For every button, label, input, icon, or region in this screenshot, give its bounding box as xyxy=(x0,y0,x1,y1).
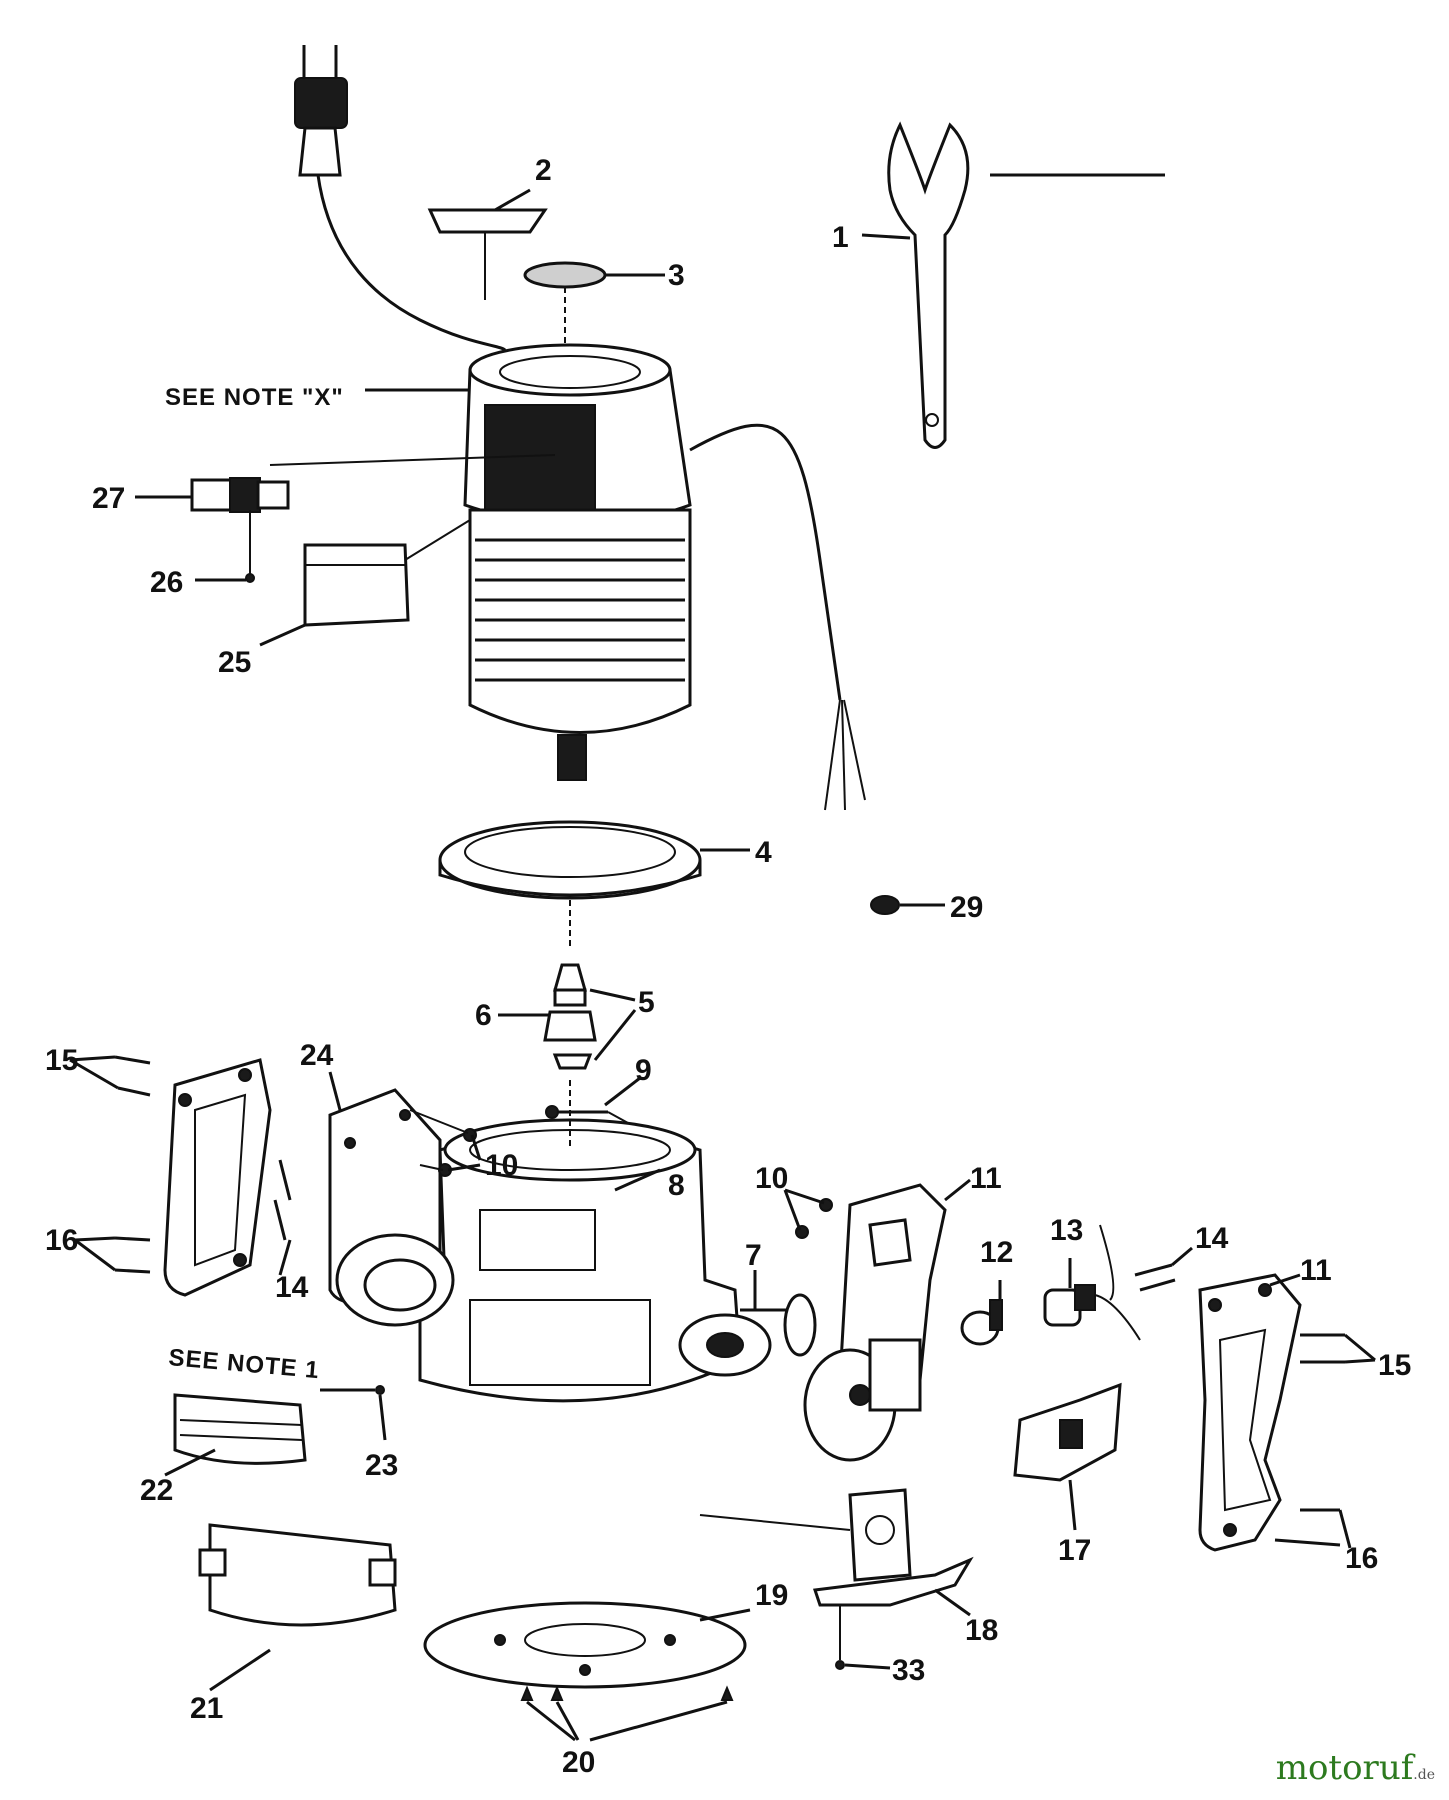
label-10-center: 10 xyxy=(755,1162,788,1195)
brand-watermark: motoruf.de xyxy=(1276,1748,1435,1788)
label-21: 21 xyxy=(190,1692,223,1725)
cooling-fins xyxy=(475,538,685,682)
depth-knob-part xyxy=(740,1270,817,1357)
label-26: 26 xyxy=(150,566,183,599)
motor-housing xyxy=(463,343,866,811)
label-5: 5 xyxy=(638,986,655,1019)
power-cord xyxy=(294,45,507,352)
label-33: 33 xyxy=(892,1654,925,1687)
label-29: 29 xyxy=(950,891,983,924)
stop-bracket-part xyxy=(699,1488,974,1670)
label-9: 9 xyxy=(635,1054,652,1087)
label-15-right: 15 xyxy=(1378,1349,1411,1382)
label-23: 23 xyxy=(365,1449,398,1482)
label-10-left: 10 xyxy=(485,1149,518,1182)
label-14-right: 14 xyxy=(1195,1222,1229,1255)
left-handle xyxy=(69,1055,292,1297)
label-22: 22 xyxy=(140,1474,173,1507)
label-6: 6 xyxy=(475,999,492,1032)
label-16-left: 16 xyxy=(45,1224,78,1257)
label-12: 12 xyxy=(980,1236,1013,1269)
chip-shield-parts xyxy=(164,1385,397,1692)
label-24: 24 xyxy=(300,1039,334,1072)
label-13: 13 xyxy=(1050,1214,1083,1247)
label-14-left: 14 xyxy=(275,1271,309,1304)
label-1: 1 xyxy=(832,221,849,254)
switch-bracket xyxy=(783,1178,971,1462)
label-27: 27 xyxy=(92,482,125,515)
left-handle-bracket xyxy=(328,1071,482,1327)
label-8: 8 xyxy=(668,1169,685,1202)
sub-base-part xyxy=(423,1601,751,1742)
right-handle xyxy=(1134,1246,1376,1552)
label-11-right: 11 xyxy=(1300,1254,1332,1287)
label-17: 17 xyxy=(1058,1534,1091,1567)
wrench-part xyxy=(861,121,1165,449)
note-1: SEE NOTE 1 xyxy=(167,1344,320,1384)
label-plate-part xyxy=(427,188,665,345)
label-11-center: 11 xyxy=(970,1162,1002,1195)
note-x: SEE NOTE "X" xyxy=(165,384,344,411)
switch-contact-parts xyxy=(960,1224,1141,1346)
brand-suffix: .de xyxy=(1413,1767,1435,1783)
router-base xyxy=(418,1080,772,1403)
label-3: 3 xyxy=(668,259,685,292)
label-2: 2 xyxy=(535,154,552,187)
label-25: 25 xyxy=(218,646,251,679)
collet-parts xyxy=(498,963,637,1070)
plug-button-part xyxy=(870,895,945,915)
label-18: 18 xyxy=(965,1614,998,1647)
collar-ring-part xyxy=(438,820,750,950)
trigger-switch-part xyxy=(1013,1382,1122,1531)
label-19: 19 xyxy=(755,1579,788,1612)
switch-parts xyxy=(135,454,556,647)
label-4: 4 xyxy=(755,836,772,869)
brand-name: motoruf xyxy=(1275,1748,1414,1788)
label-7: 7 xyxy=(745,1239,762,1272)
label-20: 20 xyxy=(562,1746,595,1779)
label-15-left: 15 xyxy=(45,1044,78,1077)
label-16-right: 16 xyxy=(1345,1542,1378,1575)
